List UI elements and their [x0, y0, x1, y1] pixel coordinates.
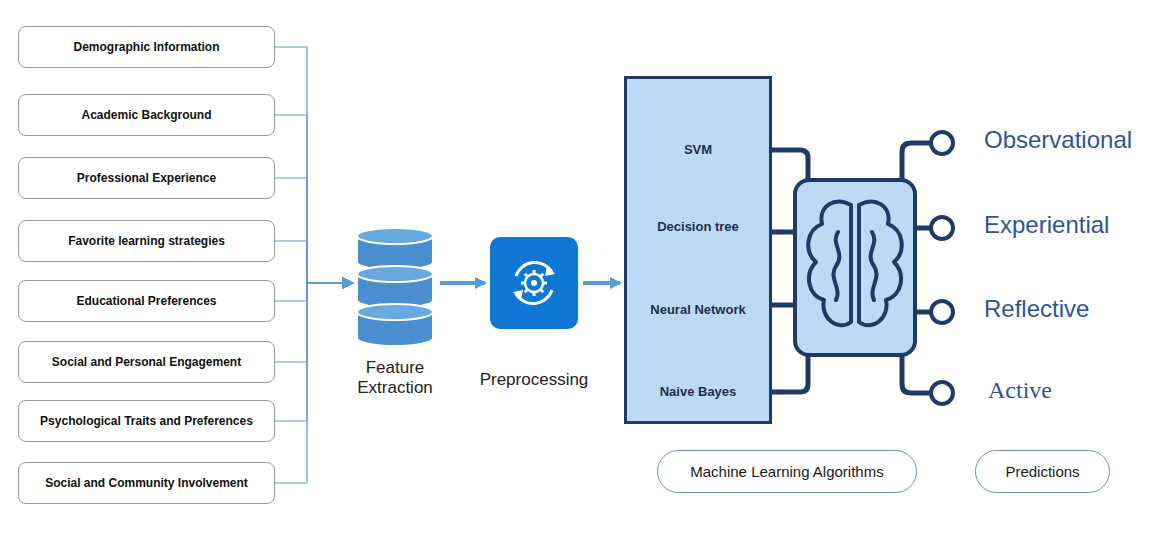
brain-fold: [833, 232, 839, 300]
wire: [772, 230, 795, 235]
node-label: Predictions: [1005, 463, 1079, 480]
node-label: Psychological Traits and Preferences: [40, 414, 253, 428]
icon-ground: [490, 237, 578, 329]
gear: [525, 274, 543, 292]
flow-arrow: [275, 47, 352, 283]
flow-arrow: [275, 283, 352, 421]
brain-box: [795, 180, 915, 355]
output-circle: [931, 301, 953, 323]
wire: [902, 143, 930, 182]
algorithm-box: SVM Decision treeNeural NetworkNaive Baye…: [624, 76, 772, 424]
prediction-label: Experiential: [984, 211, 1109, 239]
database-icon: [354, 220, 436, 346]
node-label: Social and Community Involvement: [45, 476, 248, 490]
algorithm-name: Neural Network: [627, 302, 769, 317]
brain-fold: [871, 232, 877, 300]
flow-arrow: [583, 281, 620, 285]
caption-pill: Machine Learning Algorithms: [657, 450, 917, 493]
ml-to-brain-wires: [772, 143, 930, 393]
brain-left-lobe: [808, 202, 851, 326]
gear-hub: [531, 280, 537, 286]
wire: [772, 303, 795, 308]
algorithm-name: SVM: [627, 142, 769, 157]
preprocessing-icon: [489, 236, 579, 330]
database-top: [357, 304, 433, 320]
cycle-arrowhead: [513, 266, 555, 300]
prediction-label: Active: [988, 377, 1052, 404]
node-label: Favorite learning strategies: [68, 234, 225, 248]
output-circle: [931, 132, 953, 154]
node-label: Academic Background: [81, 108, 211, 122]
database-top: [357, 228, 433, 244]
output-circle: [931, 382, 953, 404]
node-label: Educational Preferences: [76, 294, 216, 308]
preprocessing: Preprocessing: [472, 236, 596, 396]
wire: [772, 150, 808, 182]
input-feature-box: Demographic Information: [18, 26, 275, 68]
node-label: Demographic Information: [73, 40, 219, 54]
flow-arrow: [275, 283, 352, 301]
wire: [902, 353, 930, 393]
wire: [915, 310, 930, 315]
output-circle: [931, 217, 953, 239]
node-label: Feature Extraction: [335, 358, 455, 398]
input-feature-box: Social and Community Involvement: [18, 462, 275, 504]
database-top: [357, 266, 433, 282]
prediction-label: Reflective: [984, 295, 1089, 323]
algorithm-name: Naive Bayes: [627, 384, 769, 399]
input-feature-box: Educational Preferences: [18, 280, 275, 322]
input-feature-box: Favorite learning strategies: [18, 220, 275, 262]
algorithm-name: Decision tree: [627, 219, 769, 234]
flow-arrow: [275, 283, 352, 362]
flow-arrow: [275, 178, 352, 283]
node-label: Machine Learning Algorithms: [690, 463, 883, 480]
node-label: Preprocessing: [472, 370, 596, 390]
feature-extraction: Feature Extraction: [335, 220, 455, 410]
node-label: Social and Personal Engagement: [52, 355, 241, 369]
spacer: [335, 346, 455, 358]
node-label: Professional Experience: [77, 171, 216, 185]
flow-arrow: [440, 281, 485, 285]
brain-right-lobe: [859, 202, 902, 326]
wire: [772, 353, 808, 392]
flow-arrow: [275, 115, 352, 283]
caption-pill: Predictions: [975, 450, 1110, 493]
prediction-label: Observational: [984, 126, 1132, 154]
wire: [915, 226, 930, 231]
input-feature-box: Professional Experience: [18, 157, 275, 199]
brain-icon: [808, 202, 901, 326]
flow-arrow: [275, 283, 352, 483]
input-feature-box: Social and Personal Engagement: [18, 341, 275, 383]
spacer: [472, 330, 596, 370]
input-feature-box: Academic Background: [18, 94, 275, 136]
output-terminals: [931, 132, 953, 404]
input-feature-box: Psychological Traits and Preferences: [18, 400, 275, 442]
flow-arrow: [275, 241, 352, 283]
